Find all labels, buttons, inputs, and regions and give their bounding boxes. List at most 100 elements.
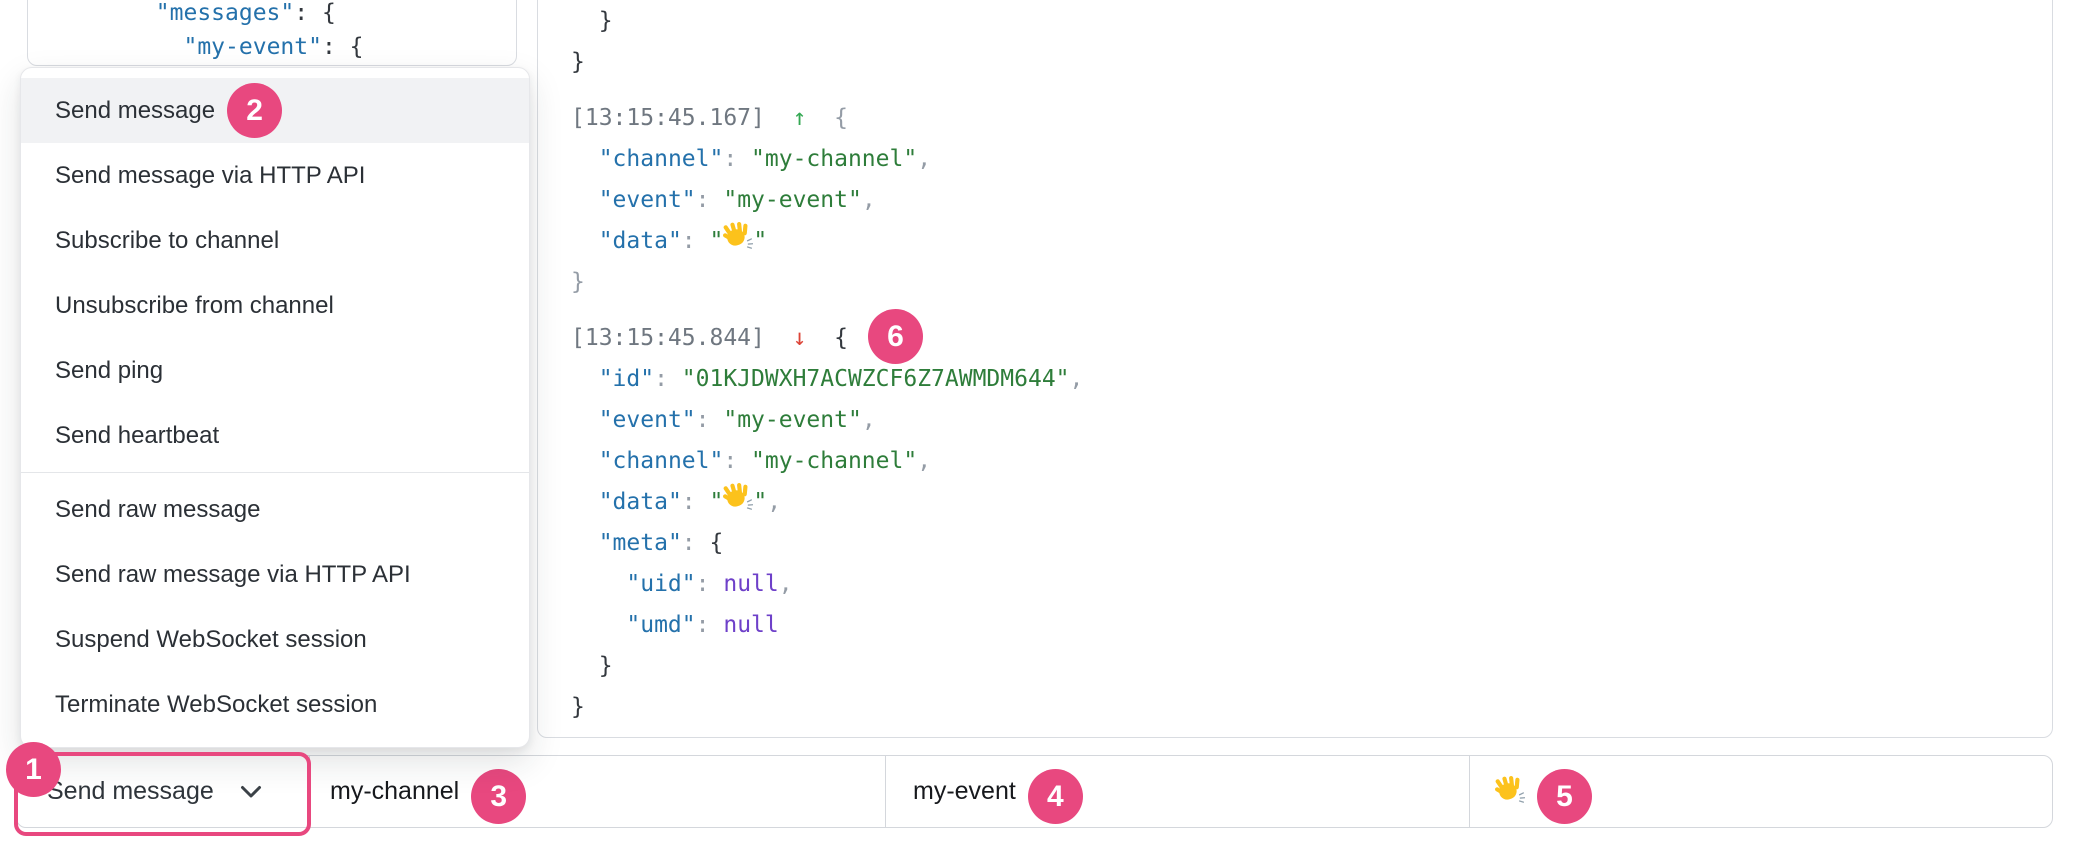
menu-item-label: Terminate WebSocket session: [55, 690, 378, 718]
code-token: "01KJDWXH7ACWZCF6Z7AWMDM644": [681, 366, 1070, 392]
code-token: ,: [767, 489, 782, 515]
code-token: null: [723, 612, 779, 638]
code-token: "id": [598, 366, 655, 392]
menu-item-label: Send raw message: [55, 495, 261, 523]
annotation-badge-6: 6: [868, 309, 923, 364]
code-token: "event": [598, 187, 696, 213]
menu-item-label: Send raw message via HTTP API: [55, 560, 411, 588]
code-token: ": [753, 489, 768, 515]
menu-item-label: Subscribe to channel: [55, 226, 280, 254]
message-log-panel: }}[13:15:45.167] ↑ { "channel": "my-chan…: [537, 0, 2053, 738]
code-token: :: [695, 612, 724, 638]
code-token: ": [709, 228, 724, 254]
code-token: "my-event": [183, 34, 322, 60]
log-entry: [13:15:45.167] ↑ { "channel": "my-channe…: [571, 98, 2052, 303]
menu-item-label: Suspend WebSocket session: [55, 625, 367, 653]
menu-item-send-raw-message[interactable]: Send raw message: [21, 477, 529, 542]
code-token: [571, 612, 626, 638]
code-token: "my-event": [723, 187, 862, 213]
code-token: "my-channel": [751, 448, 918, 474]
menu-item-send-raw-message-via-http-api[interactable]: Send raw message via HTTP API: [21, 542, 529, 607]
annotation-badge-3: 3: [471, 769, 527, 824]
action-select-label: Send message: [47, 777, 214, 805]
code-editor-panel[interactable]: "messages": { "my-event": {: [27, 0, 517, 66]
code-token: "messages": [155, 0, 295, 26]
code-token: [806, 105, 834, 131]
code-token: "my-channel": [751, 146, 918, 172]
menu-item-subscribe-to-channel[interactable]: Subscribe to channel: [21, 208, 529, 273]
toolbar-divider: [885, 756, 886, 827]
log-line: }: [571, 646, 2052, 687]
code-token: }: [571, 269, 585, 295]
menu-item-send-heartbeat[interactable]: Send heartbeat: [21, 403, 529, 468]
log-line: [13:15:45.844] ↓ {6: [571, 309, 2052, 364]
code-token: "umd": [626, 612, 696, 638]
action-select-button[interactable]: Send message: [17, 756, 309, 827]
code-token: [45, 34, 183, 60]
code-token: null: [723, 571, 779, 597]
log-line: "event": "my-event",: [571, 400, 2052, 441]
channel-input[interactable]: my-channel 3: [310, 756, 885, 827]
code-token: "channel": [598, 146, 724, 172]
menu-item-terminate-websocket-session[interactable]: Terminate WebSocket session: [21, 672, 529, 737]
code-token: [571, 146, 599, 172]
log-line: "event": "my-event",: [571, 180, 2052, 221]
code-token: "data": [598, 489, 682, 515]
log-line: "channel": "my-channel",: [571, 139, 2052, 180]
code-token: }: [571, 653, 613, 679]
code-token: [13:15:45.844]: [571, 325, 765, 351]
annotation-badge-5: 5: [1537, 769, 1592, 824]
send-toolbar: Send message my-channel 3 my-event 4 5: [16, 755, 2053, 828]
code-token: [571, 530, 599, 556]
code-token: }: [571, 8, 613, 34]
code-token: [571, 571, 626, 597]
code-token: [806, 325, 834, 351]
code-token: }: [571, 49, 585, 75]
code-token: [765, 325, 793, 351]
event-input-value: my-event: [913, 777, 1016, 805]
code-line: "my-event": {: [45, 30, 516, 64]
code-token: "event": [598, 407, 696, 433]
channel-input-value: my-channel: [330, 777, 460, 805]
code-token: ": [709, 489, 724, 515]
wave-emoji-icon: [723, 483, 754, 510]
log-line: "id": "01KJDWXH7ACWZCF6Z7AWMDM644",: [571, 359, 2052, 400]
code-token: :: [723, 146, 752, 172]
menu-item-label: Send message: [55, 96, 216, 124]
menu-item-send-message-via-http-api[interactable]: Send message via HTTP API: [21, 143, 529, 208]
code-token: : {: [294, 0, 336, 26]
wave-emoji-icon: [723, 222, 754, 249]
code-token: [571, 228, 599, 254]
annotation-badge-4: 4: [1027, 769, 1083, 824]
log-line: "data": " ": [571, 221, 2052, 262]
code-token: ,: [861, 407, 876, 433]
code-token: :: [681, 489, 710, 515]
data-input-value: [1495, 776, 1526, 807]
log-line: "data": " ",: [571, 482, 2052, 523]
menu-item-label: Send ping: [55, 356, 164, 384]
log-line: "umd": null: [571, 605, 2052, 646]
code-token: {: [709, 530, 724, 556]
code-token: : {: [321, 34, 364, 60]
code-token: ↓: [792, 325, 807, 351]
code-token: "meta": [598, 530, 682, 556]
menu-item-label: Send message via HTTP API: [55, 161, 366, 189]
log-line: "meta": {: [571, 523, 2052, 564]
code-token: ,: [1069, 366, 1084, 392]
data-input[interactable]: 5: [1470, 756, 2052, 827]
log-entry: [13:15:45.844] ↓ {6 "id": "01KJDWXH7ACWZ…: [571, 309, 2052, 728]
menu-item-send-ping[interactable]: Send ping: [21, 338, 529, 403]
log-line: }: [571, 42, 2052, 83]
code-token: :: [681, 530, 710, 556]
menu-item-suspend-websocket-session[interactable]: Suspend WebSocket session: [21, 607, 529, 672]
menu-divider: [21, 472, 529, 473]
toolbar-divider: [1469, 756, 1470, 827]
event-input[interactable]: my-event 4: [886, 756, 1469, 827]
code-token: [571, 187, 599, 213]
menu-item-unsubscribe-from-channel[interactable]: Unsubscribe from channel: [21, 273, 529, 338]
code-token: {: [834, 325, 848, 351]
log-line: [13:15:45.167] ↑ {: [571, 98, 2052, 139]
code-token: :: [695, 571, 724, 597]
